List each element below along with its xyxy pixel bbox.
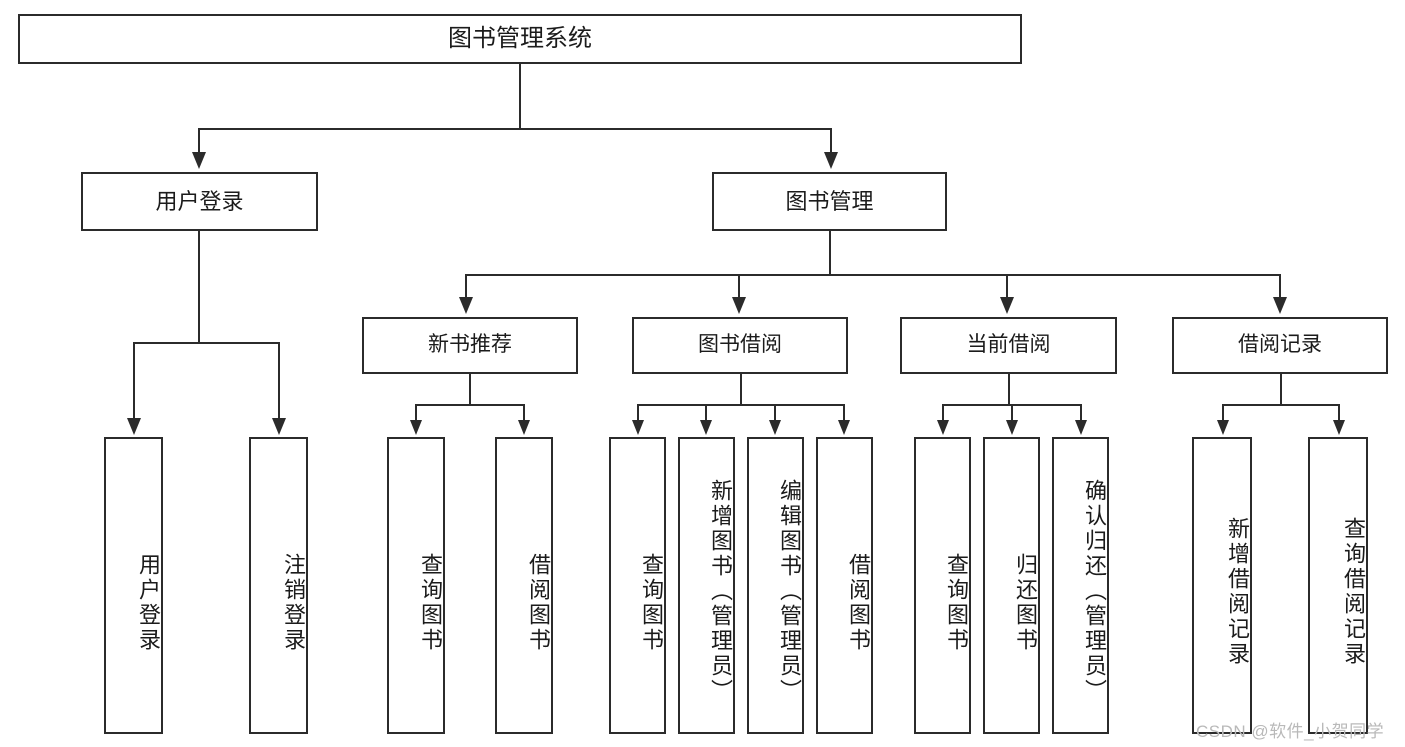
- connector-drop-user-login: [198, 128, 201, 154]
- leaf-nb-query-book[interactable]: 查询图书: [387, 437, 445, 734]
- node-label: 图书借阅: [698, 333, 782, 357]
- node-label: 查询图书: [944, 552, 969, 653]
- node-book-borrow[interactable]: 图书借阅: [632, 317, 848, 374]
- connector-drop-logout: [278, 342, 281, 420]
- arrow-to-leaf-br-query: [1333, 420, 1345, 435]
- connector-drop-borrow-record: [1279, 274, 1282, 299]
- leaf-cb-query-book[interactable]: 查询图书: [914, 437, 971, 734]
- node-root-library-management-system[interactable]: 图书管理系统: [18, 14, 1022, 64]
- node-current-borrow[interactable]: 当前借阅: [900, 317, 1117, 374]
- arrow-to-leaf-nb-query: [410, 420, 422, 435]
- leaf-cb-confirm-return-admin[interactable]: 确认归还（管理员）: [1052, 437, 1109, 734]
- arrow-to-leaf-bb-edit: [769, 420, 781, 435]
- arrow-to-leaf-login: [127, 418, 141, 435]
- arrow-to-leaf-cb-return: [1006, 420, 1018, 435]
- node-label: 注销登录: [281, 552, 306, 653]
- connector-drop-book-management: [830, 128, 833, 154]
- node-new-book-recommend[interactable]: 新书推荐: [362, 317, 578, 374]
- arrow-to-leaf-bb-query: [632, 420, 644, 435]
- node-label: 查询图书: [639, 552, 664, 653]
- connector-drop-bb-query: [637, 404, 640, 422]
- connector-drop-new-book: [465, 274, 468, 299]
- connector-drop-cb-query: [942, 404, 945, 422]
- connector-borrow-record-bus: [1222, 404, 1340, 407]
- leaf-nb-borrow-book[interactable]: 借阅图书: [495, 437, 553, 734]
- connector-drop-current-borrow: [1006, 274, 1009, 299]
- leaf-logout[interactable]: 注销登录: [249, 437, 308, 734]
- leaf-cb-return-book[interactable]: 归还图书: [983, 437, 1040, 734]
- leaf-bb-borrow-book[interactable]: 借阅图书: [816, 437, 873, 734]
- arrow-to-new-book-recommend: [459, 297, 473, 314]
- connector-new-book-bus: [415, 404, 525, 407]
- leaf-user-login[interactable]: 用户登录: [104, 437, 163, 734]
- connector-drop-br-add: [1222, 404, 1225, 422]
- connector-user-login-stem: [198, 231, 201, 344]
- node-label: 新增借阅记录: [1225, 516, 1250, 667]
- node-label: 用户登录: [155, 188, 244, 214]
- leaf-br-query-record[interactable]: 查询借阅记录: [1308, 437, 1368, 734]
- node-label: 新增图书（管理员）: [708, 479, 733, 704]
- node-borrow-record[interactable]: 借阅记录: [1172, 317, 1388, 374]
- connector-book-borrow-bus: [637, 404, 845, 407]
- node-label: 查询图书: [418, 552, 443, 653]
- connector-drop-bb-add: [705, 404, 708, 422]
- node-label: 图书管理: [785, 188, 874, 214]
- node-label: 新书推荐: [428, 333, 512, 357]
- connector-borrow-record-stem: [1280, 374, 1283, 406]
- arrow-to-user-login: [192, 152, 206, 169]
- node-label: 借阅图书: [526, 552, 551, 653]
- arrow-to-book-management: [824, 152, 838, 169]
- node-label: 查询借阅记录: [1341, 516, 1366, 667]
- leaf-br-add-record[interactable]: 新增借阅记录: [1192, 437, 1252, 734]
- connector-book-management-stem: [829, 231, 832, 276]
- leaf-bb-edit-book-admin[interactable]: 编辑图书（管理员）: [747, 437, 804, 734]
- node-label: 编辑图书（管理员）: [777, 479, 802, 704]
- connector-drop-nb-borrow: [523, 404, 526, 422]
- arrow-to-borrow-record: [1273, 297, 1287, 314]
- node-label: 确认归还（管理员）: [1082, 479, 1107, 704]
- connector-user-login-bus: [133, 342, 280, 345]
- connector-drop-nb-query: [415, 404, 418, 422]
- arrow-to-leaf-logout: [272, 418, 286, 435]
- arrow-to-leaf-bb-borrow: [838, 420, 850, 435]
- node-label: 借阅记录: [1238, 333, 1322, 357]
- node-label: 用户登录: [136, 552, 161, 653]
- arrow-to-leaf-br-add: [1217, 420, 1229, 435]
- leaf-bb-query-book[interactable]: 查询图书: [609, 437, 666, 734]
- connector-drop-cb-return: [1011, 404, 1014, 422]
- connector-drop-br-query: [1338, 404, 1341, 422]
- node-label: 图书管理系统: [448, 24, 592, 52]
- connector-drop-book-borrow: [738, 274, 741, 299]
- connector-drop-bb-borrow: [843, 404, 846, 422]
- connector-new-book-stem: [469, 374, 472, 406]
- connector-drop-bb-edit: [774, 404, 777, 422]
- arrow-to-book-borrow: [732, 297, 746, 314]
- node-label: 归还图书: [1013, 552, 1038, 653]
- leaf-bb-add-book-admin[interactable]: 新增图书（管理员）: [678, 437, 735, 734]
- connector-root-stem: [519, 64, 522, 129]
- connector-book-management-bus: [465, 274, 1281, 277]
- connector-book-borrow-stem: [740, 374, 743, 406]
- arrow-to-leaf-cb-query: [937, 420, 949, 435]
- connector-drop-cb-confirm: [1080, 404, 1083, 422]
- arrow-to-leaf-cb-confirm: [1075, 420, 1087, 435]
- node-book-management[interactable]: 图书管理: [712, 172, 947, 231]
- connector-root-bus: [198, 128, 832, 131]
- arrow-to-leaf-nb-borrow: [518, 420, 530, 435]
- node-user-login[interactable]: 用户登录: [81, 172, 318, 231]
- node-label: 借阅图书: [846, 552, 871, 653]
- arrow-to-leaf-bb-add: [700, 420, 712, 435]
- arrow-to-current-borrow: [1000, 297, 1014, 314]
- connector-current-borrow-stem: [1008, 374, 1011, 406]
- connector-drop-login: [133, 342, 136, 420]
- node-label: 当前借阅: [966, 333, 1051, 357]
